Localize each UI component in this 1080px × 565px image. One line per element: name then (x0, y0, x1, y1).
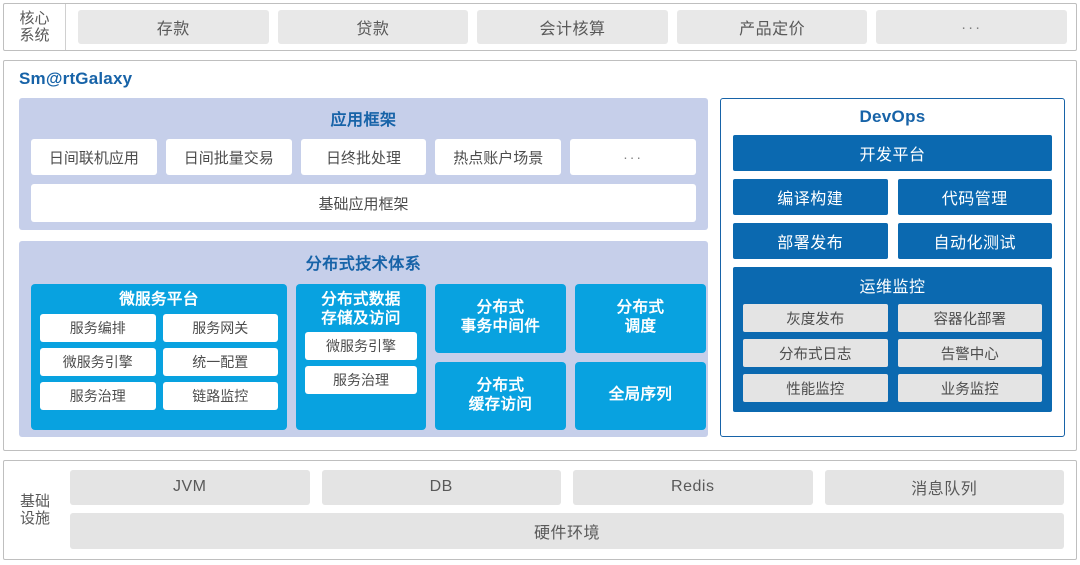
distributed-data-storage-box: 分布式数据 存储及访问 微服务引擎 服务治理 (296, 284, 426, 430)
dds-title-line2: 存储及访问 (321, 309, 401, 327)
core-systems-section: 核心 系统 存款 贷款 会计核算 产品定价 ··· (3, 3, 1077, 51)
distributed-scheduling-box[interactable]: 分布式 调度 (575, 284, 706, 353)
smartgalaxy-title: Sm@rtGalaxy (19, 69, 133, 88)
ops-row-1: 灰度发布 容器化部署 (743, 304, 1042, 332)
dca-line1: 分布式 (476, 376, 525, 394)
dds-chip-service-governance[interactable]: 服务治理 (305, 366, 417, 395)
devops-row-2: 部署发布 自动化测试 (733, 223, 1052, 259)
ops-monitoring-box: 运维监控 灰度发布 容器化部署 分布式日志 告警中心 性能监控 业务监控 (733, 267, 1052, 412)
ds-line2: 调度 (624, 318, 657, 336)
core-tab-accounting[interactable]: 会计核算 (477, 10, 668, 44)
core-systems-label-line1: 核心 (19, 9, 50, 27)
app-chip-eod-batch[interactable]: 日终批处理 (300, 139, 427, 175)
infra-chip-message-queue[interactable]: 消息队列 (824, 470, 1064, 505)
dds-row-1: 微服务引擎 (305, 332, 417, 361)
dds-row-2: 服务治理 (305, 366, 417, 395)
devops-deploy-release[interactable]: 部署发布 (733, 223, 888, 259)
distributed-data-storage-items: 微服务引擎 服务治理 (296, 332, 426, 430)
infrastructure-body: JVM DB Redis 消息队列 硬件环境 (66, 461, 1076, 559)
infrastructure-hardware[interactable]: 硬件环境 (70, 512, 1064, 549)
distributed-scheduling-column: 分布式 调度 全局序列 (575, 284, 706, 430)
distributed-data-storage-title: 分布式数据 存储及访问 (296, 284, 426, 332)
ops-chip-performance-monitoring[interactable]: 性能监控 (743, 374, 888, 402)
distributed-technology-grid: 微服务平台 服务编排 服务网关 微服务引擎 统一配置 服务治理 链路监控 (31, 284, 706, 430)
core-tab-pricing[interactable]: 产品定价 (676, 10, 868, 44)
ms-chip-microservice-engine[interactable]: 微服务引擎 (40, 347, 156, 376)
core-systems-label: 核心 系统 (4, 4, 66, 50)
devops-compile-build[interactable]: 编译构建 (733, 179, 888, 215)
dtm-line1: 分布式 (476, 299, 525, 317)
app-chip-daytime-online[interactable]: 日间联机应用 (31, 139, 157, 175)
ms-chip-service-gateway[interactable]: 服务网关 (162, 313, 278, 342)
ops-row-2: 分布式日志 告警中心 (743, 339, 1042, 367)
devops-title: DevOps (859, 107, 926, 126)
core-tab-more[interactable]: ··· (876, 10, 1067, 44)
ops-chip-distributed-log[interactable]: 分布式日志 (743, 339, 888, 367)
distributed-transaction-middleware-box[interactable]: 分布式 事务中间件 (435, 284, 566, 353)
microservice-platform-box: 微服务平台 服务编排 服务网关 微服务引擎 统一配置 服务治理 链路监控 (31, 284, 287, 430)
application-framework-chip-row: 日间联机应用 日间批量交易 日终批处理 热点账户场景 ··· (31, 139, 696, 175)
infrastructure-chip-row: JVM DB Redis 消息队列 (70, 470, 1064, 505)
devops-row-1: 编译构建 代码管理 (733, 179, 1052, 215)
microservice-platform-title: 微服务平台 (119, 291, 199, 308)
distributed-technology-title: 分布式技术体系 (305, 256, 422, 273)
ms-chip-service-orchestration[interactable]: 服务编排 (40, 313, 156, 342)
devops-development-platform[interactable]: 开发平台 (733, 135, 1052, 171)
ops-chip-gray-release[interactable]: 灰度发布 (743, 304, 888, 332)
devops-panel: DevOps 开发平台 编译构建 代码管理 部署发布 自动化测试 运维监控 灰度… (720, 98, 1065, 437)
application-framework-panel: 应用框架 日间联机应用 日间批量交易 日终批处理 热点账户场景 ··· 基础应用… (19, 98, 708, 230)
infra-chip-jvm[interactable]: JVM (70, 470, 310, 505)
infrastructure-section: 基础 设施 JVM DB Redis 消息队列 硬件环境 (3, 460, 1077, 560)
ms-chip-service-governance[interactable]: 服务治理 (40, 381, 156, 410)
microservice-row-1: 服务编排 服务网关 (40, 313, 278, 342)
ms-chip-link-monitoring[interactable]: 链路监控 (162, 381, 278, 410)
infrastructure-label-line2: 设施 (19, 510, 50, 527)
ops-monitoring-title: 运维监控 (859, 279, 926, 296)
distributed-cache-access-box[interactable]: 分布式 缓存访问 (435, 361, 566, 430)
core-tab-loan[interactable]: 贷款 (277, 10, 469, 44)
dca-line2: 缓存访问 (468, 395, 533, 413)
app-chip-daytime-batch[interactable]: 日间批量交易 (165, 139, 292, 175)
ops-chip-containerized-deploy[interactable]: 容器化部署 (897, 304, 1042, 332)
infrastructure-label: 基础 设施 (4, 461, 66, 559)
distributed-technology-panel: 分布式技术体系 微服务平台 服务编排 服务网关 微服务引擎 统一配置 (19, 241, 708, 437)
dds-chip-microservice-engine[interactable]: 微服务引擎 (305, 332, 417, 361)
microservice-row-2: 微服务引擎 统一配置 (40, 347, 278, 376)
infra-chip-redis[interactable]: Redis (573, 470, 813, 505)
base-application-framework[interactable]: 基础应用框架 (31, 184, 696, 222)
application-framework-title: 应用框架 (330, 112, 397, 129)
dtm-line2: 事务中间件 (460, 318, 541, 336)
distributed-transaction-column: 分布式 事务中间件 分布式 缓存访问 (435, 284, 566, 430)
ops-chip-alert-center[interactable]: 告警中心 (897, 339, 1042, 367)
dds-title-line1: 分布式数据 (321, 291, 401, 308)
core-tab-deposit[interactable]: 存款 (78, 10, 269, 44)
infrastructure-label-line1: 基础 (19, 492, 50, 510)
microservice-platform-items: 服务编排 服务网关 微服务引擎 统一配置 服务治理 链路监控 (31, 313, 287, 430)
ds-line1: 分布式 (616, 299, 665, 317)
infra-chip-db[interactable]: DB (321, 470, 561, 505)
devops-automated-testing[interactable]: 自动化测试 (897, 223, 1052, 259)
app-chip-hot-account[interactable]: 热点账户场景 (435, 139, 562, 175)
core-systems-label-line2: 系统 (19, 27, 50, 44)
ms-chip-unified-config[interactable]: 统一配置 (162, 347, 278, 376)
app-chip-more[interactable]: ··· (570, 139, 696, 175)
global-sequence-box[interactable]: 全局序列 (575, 361, 706, 430)
core-systems-tabs: 存款 贷款 会计核算 产品定价 ··· (66, 4, 1076, 50)
ops-row-3: 性能监控 业务监控 (743, 374, 1042, 402)
smartgalaxy-section: Sm@rtGalaxy 应用框架 日间联机应用 日间批量交易 日终批处理 热点账… (3, 60, 1077, 451)
gs-line1: 全局序列 (608, 386, 673, 404)
devops-code-management[interactable]: 代码管理 (897, 179, 1052, 215)
microservice-row-3: 服务治理 链路监控 (40, 381, 278, 410)
ops-chip-business-monitoring[interactable]: 业务监控 (897, 374, 1042, 402)
